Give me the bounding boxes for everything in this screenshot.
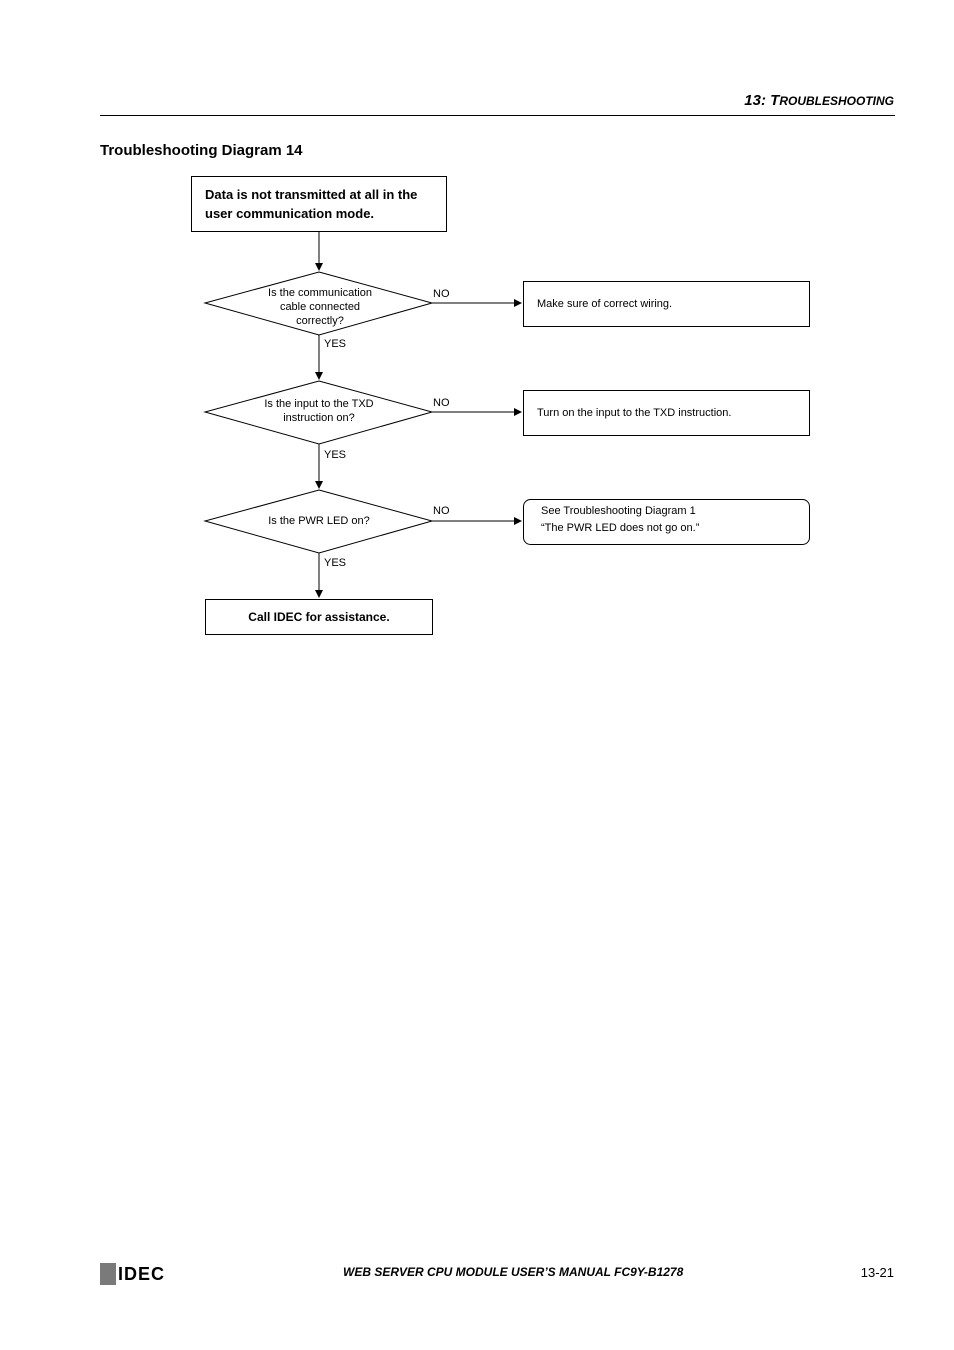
chapter-number: 13: [744,92,766,109]
chapter-title-rest: ROUBLESHOOTING [779,94,894,108]
logo-mark [100,1263,116,1285]
yes-label-2: YES [324,449,347,461]
action-box-2 [523,390,810,436]
start-box-text: Data is not transmitted at all in the us… [205,187,418,221]
end-box [205,599,433,635]
decision-1-text: Is the communication cable connected cor… [268,286,372,327]
action-3-line-2: “The PWR LED does not go on.” [541,522,700,534]
action-3-text: See Troubleshooting Diagram 1 “The PWR L… [541,503,801,541]
yes-label-1: YES [324,338,347,350]
yes-label-3: YES [324,557,347,569]
no-label-1: NO [433,288,450,300]
action-1-text: Make sure of correct wiring. [537,298,673,310]
no-label-2: NO [433,397,450,409]
chapter-title-initial: T [770,92,780,109]
action-3-line-1: See Troubleshooting Diagram 1 [541,505,696,517]
end-box-text: Call IDEC for assistance. [248,610,390,624]
action-2-text: Turn on the input to the TXD instruction… [537,407,732,419]
header-rule [100,115,895,116]
section-title: Troubleshooting Diagram 14 [100,142,303,159]
logo-text: IDEC [118,1263,166,1284]
decision-3-text: Is the PWR LED on? [268,515,370,527]
chapter-header: 13: TROUBLESHOOTING [744,92,894,109]
action-box-3 [523,499,810,545]
no-label-3: NO [433,505,450,517]
decision-2-text: Is the input to the TXD instruction on? [264,398,374,424]
action-box-1 [523,281,810,327]
page-number: 13-21 [860,1265,894,1280]
idec-logo: IDEC [100,1263,165,1285]
flowchart-lines [191,176,810,635]
start-box [191,176,447,232]
manual-title: WEB SERVER CPU MODULE USER’S MANUAL FC9Y… [343,1265,684,1279]
